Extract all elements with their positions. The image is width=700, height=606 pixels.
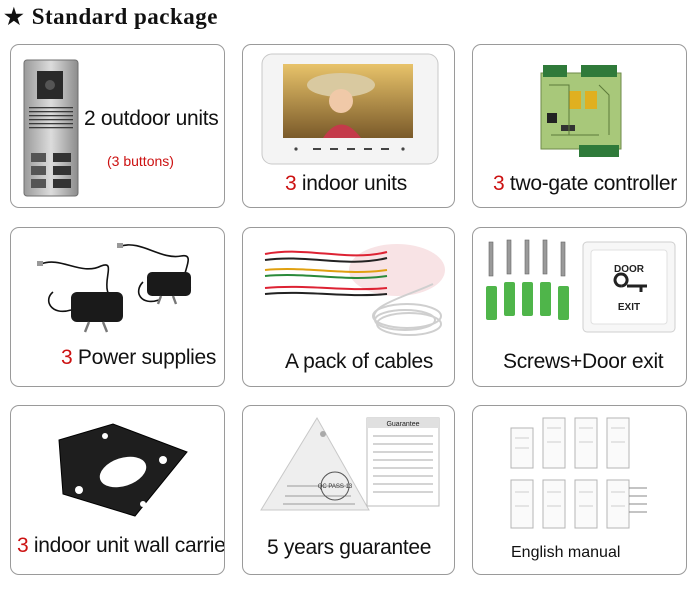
- item-label: 3 indoor unit wall carriers: [17, 534, 225, 557]
- item-card-indoor-units: 3 indoor units: [242, 44, 455, 208]
- item-card-screws-door-exit: DOOR EXIT Screws+Door exit: [472, 227, 687, 387]
- item-label: 3 two-gate controller: [493, 172, 677, 195]
- page-heading: ★ Standard package: [4, 2, 218, 32]
- door-label: DOOR: [614, 264, 645, 275]
- item-card-power-supplies: 3 Power supplies: [10, 227, 225, 387]
- item-note: (3 buttons): [107, 153, 174, 169]
- qc-stamp: QC PASS 13: [318, 484, 353, 490]
- circuit-board-icon: [540, 65, 622, 157]
- item-label: English manual: [511, 544, 621, 561]
- item-label: 5 years guarantee: [267, 536, 432, 559]
- item-label: A pack of cables: [285, 350, 434, 373]
- manual-icon: [510, 417, 647, 529]
- item-card-controller: 3 two-gate controller: [472, 44, 687, 208]
- wall-bracket-icon: [58, 423, 188, 517]
- indoor-monitor-icon: [261, 53, 439, 165]
- page-title: Standard package: [31, 4, 219, 29]
- guarantee-card-icon: QC PASS 13 Guarantee: [260, 417, 440, 511]
- outdoor-unit-icon: [23, 59, 79, 197]
- item-card-manual: English manual: [472, 405, 687, 575]
- item-card-cables: A pack of cables: [242, 227, 455, 387]
- item-label: 2 outdoor units: [84, 107, 219, 130]
- star-icon: ★: [4, 4, 24, 30]
- exit-label: EXIT: [618, 302, 640, 313]
- screws-door-exit-icon: DOOR EXIT: [486, 239, 676, 333]
- cables-icon: [264, 244, 445, 336]
- power-adapter-icon: [37, 243, 192, 333]
- item-label: 3 Power supplies: [61, 346, 217, 369]
- item-label: Screws+Door exit: [503, 350, 664, 373]
- item-card-wall-carriers: 3 indoor unit wall carriers: [10, 405, 225, 575]
- item-card-guarantee: QC PASS 13 Guarantee 5 years guarantee: [242, 405, 455, 575]
- item-label: 3 indoor units: [285, 172, 407, 195]
- item-card-outdoor-units: 2 outdoor units (3 buttons): [10, 44, 225, 208]
- guarantee-title: Guarantee: [386, 421, 419, 428]
